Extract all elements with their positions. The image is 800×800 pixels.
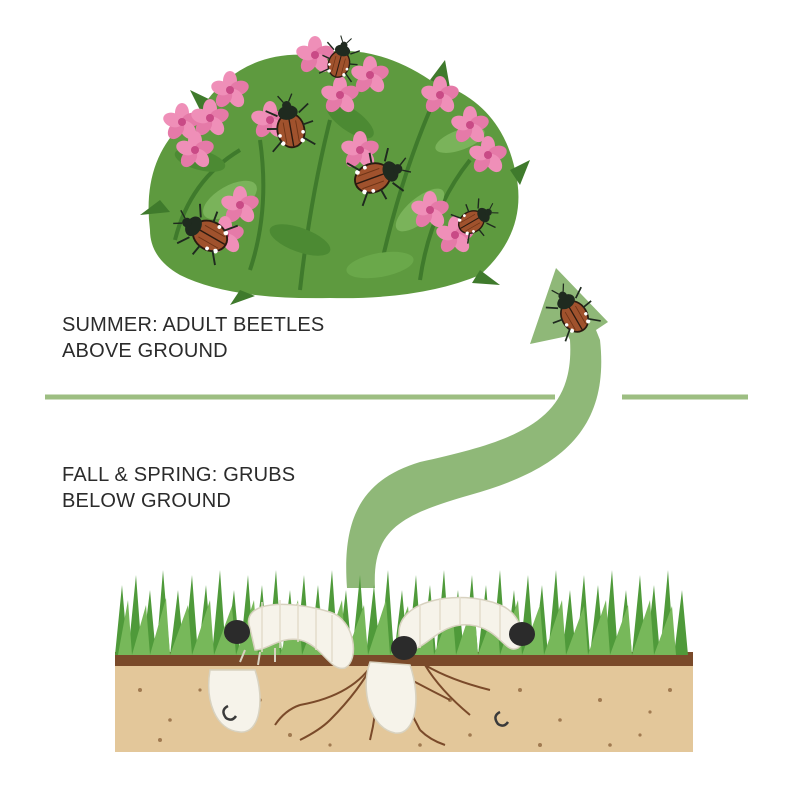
summer-stage-label: SUMMER: ADULT BEETLES ABOVE GROUND: [62, 312, 324, 364]
summer-label-line2: ABOVE GROUND: [62, 338, 324, 364]
summer-label-line1: SUMMER: ADULT BEETLES: [62, 312, 324, 338]
fall-label-line2: BELOW GROUND: [62, 488, 295, 514]
fall-spring-stage-label: FALL & SPRING: GRUBS BELOW GROUND: [62, 462, 295, 514]
fall-label-line1: FALL & SPRING: GRUBS: [62, 462, 295, 488]
